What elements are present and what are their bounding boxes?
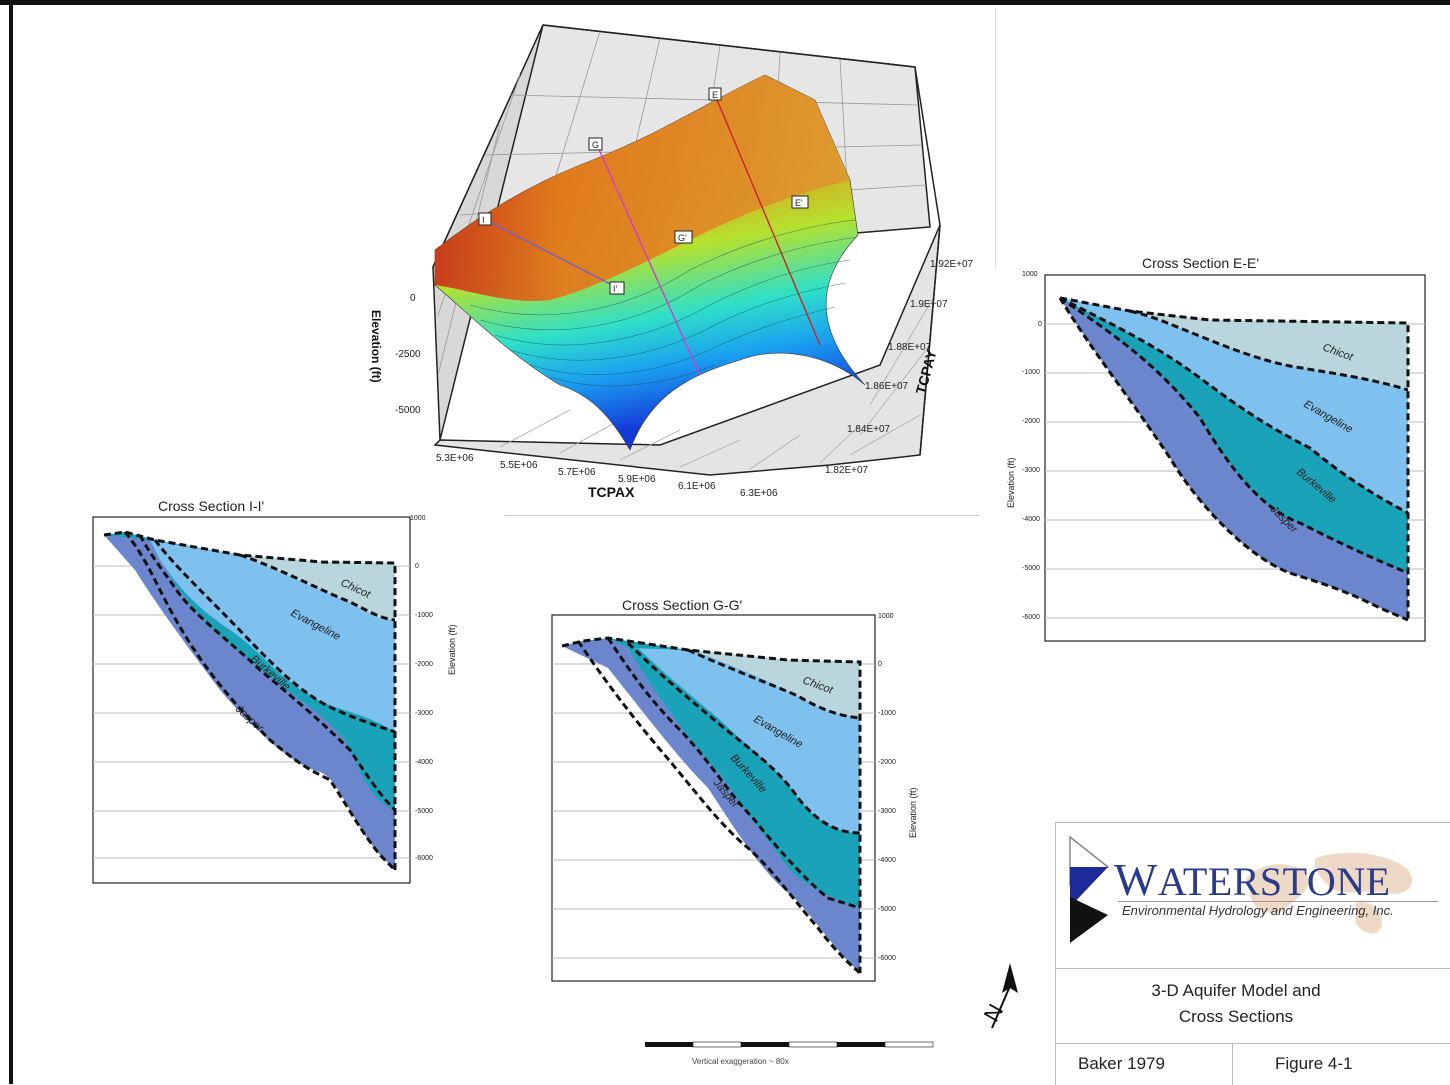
section-ii-panel: Chicot Evangeline Burkeville Jasper 1000… bbox=[92, 515, 457, 884]
x-tick-2: 5.7E+06 bbox=[558, 467, 596, 478]
gg-tick-7: -6000 bbox=[878, 955, 896, 962]
marker-e: E bbox=[712, 90, 718, 100]
ii-tick-4: -3000 bbox=[415, 710, 433, 717]
figure-title: 3-D Aquifer Model and Cross Sections bbox=[1056, 968, 1450, 1044]
company-name: WATERSTONE bbox=[1114, 853, 1391, 906]
x-tick-3: 5.9E+06 bbox=[618, 474, 656, 485]
section-line-ii bbox=[485, 219, 619, 289]
company-initial: W bbox=[1114, 854, 1158, 905]
figure-title-line1: 3-D Aquifer Model and bbox=[1151, 981, 1321, 1000]
ee-tick-5: -4000 bbox=[1022, 516, 1040, 523]
ii-tick-1: 0 bbox=[415, 563, 419, 570]
faint-divider-horizontal bbox=[505, 515, 980, 516]
section-ii-title: Cross Section I-I' bbox=[158, 498, 265, 514]
ii-tick-0: 1000 bbox=[410, 515, 426, 522]
x-tick-0: 5.3E+06 bbox=[436, 453, 474, 464]
gg-tick-5: -4000 bbox=[878, 857, 896, 864]
ee-y-label: Elevation (ft) bbox=[1006, 457, 1016, 508]
x-tick-4: 6.1E+06 bbox=[678, 481, 716, 492]
gg-chicot-fill bbox=[688, 650, 860, 718]
ee-tick-0: 1000 bbox=[1022, 271, 1038, 278]
y-tick-3: 1.88E+07 bbox=[888, 342, 932, 353]
z-tick-2: -5000 bbox=[395, 405, 421, 416]
z-axis-label: Elevation (ft) bbox=[369, 310, 383, 383]
ii-tick-3: -2000 bbox=[415, 661, 433, 668]
marker-i: I bbox=[482, 215, 485, 225]
section-line-ee bbox=[714, 94, 821, 346]
gg-tick-3: -2000 bbox=[878, 759, 896, 766]
title-block: WATERSTONE Environmental Hydrology and E… bbox=[1055, 822, 1450, 1085]
z-tick-1: -2500 bbox=[395, 349, 421, 360]
contour-lines bbox=[469, 219, 858, 387]
company-rest: ATERSTONE bbox=[1157, 859, 1391, 904]
section-markers: I I' G G' E E' bbox=[478, 87, 809, 295]
gg-tick-2: -1000 bbox=[878, 710, 896, 717]
faint-divider-vertical bbox=[995, 8, 996, 268]
section-ee-ticks: 1000 0 -1000 -2000 -3000 -4000 -5000 -60… bbox=[1022, 271, 1042, 621]
ee-chicot-fill bbox=[1130, 311, 1408, 390]
section-ee-panel: 1000 0 -1000 -2000 -3000 -4000 -5000 -60… bbox=[1006, 271, 1426, 642]
ee-tick-3: -2000 bbox=[1022, 418, 1040, 425]
ee-boundaries bbox=[1058, 296, 1410, 622]
scale-caption: Vertical exaggeration ~ 80x bbox=[692, 1057, 789, 1066]
page-border-left bbox=[9, 0, 13, 1084]
ee-tick-7: -6000 bbox=[1022, 614, 1040, 621]
ii-tick-5: -4000 bbox=[415, 759, 433, 766]
ee-tick-4: -3000 bbox=[1022, 467, 1040, 474]
ii-y-label: Elevation (ft) bbox=[447, 624, 457, 675]
section-gg-ticks: 1000 0 -1000 -2000 -3000 -4000 -5000 -60… bbox=[878, 613, 896, 962]
gg-tick-6: -5000 bbox=[878, 906, 896, 913]
section-gg-title: Cross Section G-G' bbox=[622, 597, 743, 613]
gg-y-label: Elevation (ft) bbox=[908, 787, 918, 838]
scale-bar: Vertical exaggeration ~ 80x bbox=[645, 1041, 934, 1066]
section-line-gg bbox=[595, 142, 701, 376]
marker-i-prime: I' bbox=[613, 284, 618, 294]
page-border-top bbox=[0, 0, 1450, 5]
x-tick-5: 6.3E+06 bbox=[740, 488, 778, 499]
company-subtitle: Environmental Hydrology and Engineering,… bbox=[1122, 903, 1394, 918]
world-map-watermark bbox=[1246, 852, 1413, 934]
figure-title-line2: Cross Sections bbox=[1178, 1007, 1294, 1026]
north-arrow-icon: N bbox=[980, 963, 1018, 1029]
figure-number: Figure 4-1 bbox=[1275, 1054, 1353, 1073]
gg-boundaries bbox=[561, 636, 862, 975]
section-gg-panel: Chicot Evangeline Burkeville Jasper 1000… bbox=[551, 613, 918, 982]
y-tick-0: 1.82E+07 bbox=[825, 465, 869, 476]
marker-g-prime: G' bbox=[678, 233, 687, 243]
gg-tick-0: 1000 bbox=[878, 613, 894, 620]
section-ee-title: Cross Section E-E' bbox=[1142, 255, 1260, 271]
y-tick-5: 1.92E+07 bbox=[930, 259, 974, 270]
svg-text:N: N bbox=[980, 1000, 1008, 1026]
ii-boundaries bbox=[103, 530, 397, 872]
gg-tick-1: 0 bbox=[878, 661, 882, 668]
z-tick-0: 0 bbox=[410, 293, 416, 304]
figure-number-cell: Figure 4-1 bbox=[1232, 1043, 1450, 1085]
ee-tick-2: -1000 bbox=[1022, 369, 1040, 376]
aquifer-3d-model: I I' G G' E E' 0 -2500 -5000 Elevation (… bbox=[369, 24, 974, 500]
marker-e-prime: E' bbox=[795, 198, 803, 208]
y-tick-2: 1.86E+07 bbox=[865, 381, 909, 392]
ii-tick-6: -5000 bbox=[415, 808, 433, 815]
x-axis-label: TCPAX bbox=[588, 484, 635, 500]
author-text: Baker 1979 bbox=[1078, 1054, 1165, 1073]
y-tick-1: 1.84E+07 bbox=[847, 424, 891, 435]
ee-tick-6: -5000 bbox=[1022, 565, 1040, 572]
plateau-top bbox=[435, 75, 850, 302]
company-logo: WATERSTONE Environmental Hydrology and E… bbox=[1056, 823, 1450, 969]
box-front-edges bbox=[542, 24, 941, 456]
marker-g: G bbox=[592, 140, 599, 150]
logo-triangles-icon bbox=[1069, 835, 1110, 943]
gg-tick-4: -3000 bbox=[878, 808, 896, 815]
ee-tick-1: 0 bbox=[1038, 321, 1042, 328]
x-tick-1: 5.5E+06 bbox=[500, 460, 538, 471]
y-tick-4: 1.9E+07 bbox=[910, 299, 948, 310]
author-cell: Baker 1979 bbox=[1056, 1043, 1233, 1085]
ii-tick-2: -1000 bbox=[415, 612, 433, 619]
ii-tick-7: -6000 bbox=[415, 855, 433, 862]
section-ii-ticks: 1000 0 -1000 -2000 -3000 -4000 -5000 -60… bbox=[410, 515, 433, 862]
